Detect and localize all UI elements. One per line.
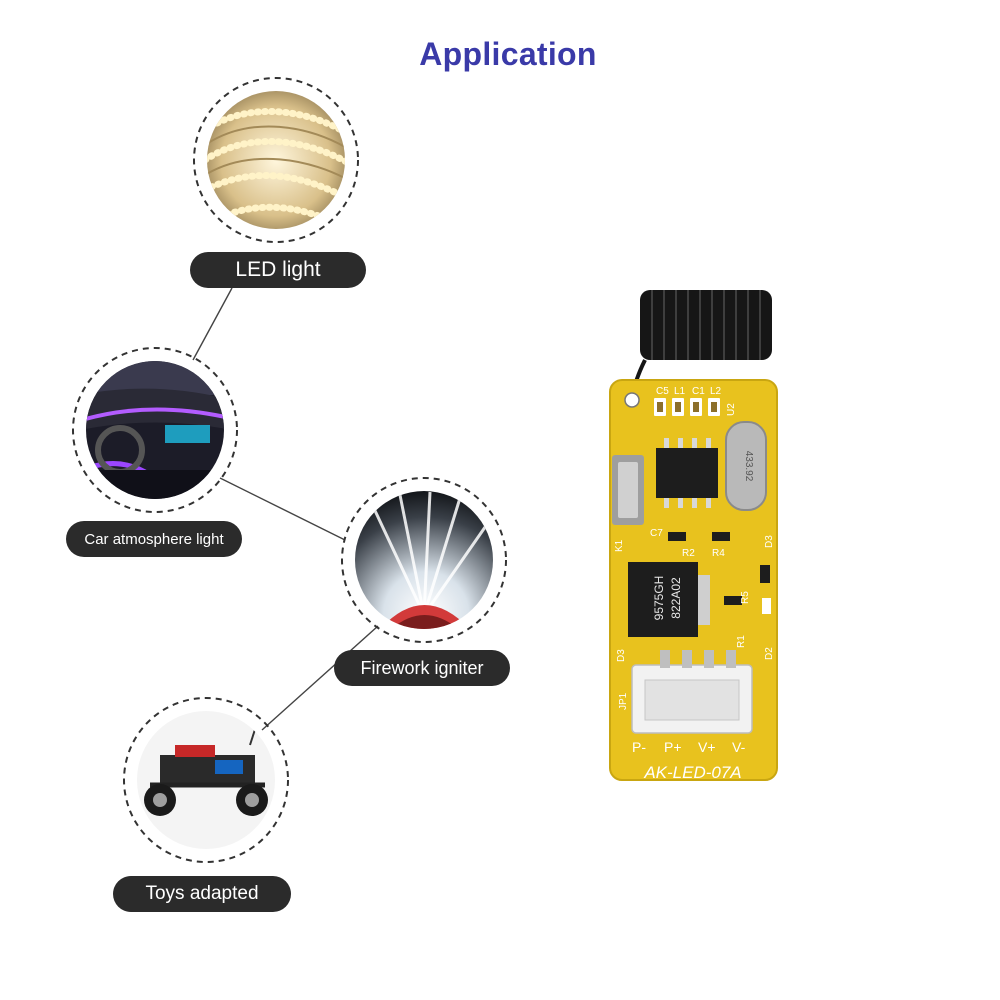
firework-photo — [341, 477, 507, 643]
pin-label-p-plus: P+ — [664, 739, 682, 755]
jst-connector — [631, 650, 753, 734]
board-model-label: AK-LED-07A — [643, 763, 741, 782]
mosfet-chip — [628, 562, 698, 637]
label-toys-adapted: Toys adapted — [113, 876, 291, 912]
crystal-label: 433.92 — [743, 451, 754, 482]
ref-l2: L2 — [710, 386, 722, 397]
label-firework-igniter: Firework igniter — [334, 650, 510, 686]
receiver-module: 433.92 9575GH 822A02 C5 L1 C1 L2 U2 C7 R… — [609, 290, 778, 782]
ref-k1: K1 — [614, 539, 625, 552]
ref-c7: C7 — [650, 528, 663, 539]
ref-r1: R1 — [736, 635, 747, 648]
pin-label-v-minus: V- — [732, 739, 746, 755]
connector-lines — [192, 287, 379, 731]
pin-label-p-minus: P- — [632, 739, 646, 755]
coil-antenna — [630, 290, 772, 399]
ref-d3-top: D3 — [764, 535, 775, 548]
ref-jp1: JP1 — [618, 692, 629, 710]
ref-d3-bottom: D3 — [616, 649, 627, 662]
ref-r2: R2 — [682, 548, 695, 559]
chip-label-bottom: 822A02 — [669, 577, 683, 619]
label-car-atmosphere-light: Car atmosphere light — [66, 521, 242, 557]
ref-r5: R5 — [740, 591, 751, 604]
led-strip-photo — [193, 77, 359, 243]
ref-u2: U2 — [726, 403, 737, 416]
rc-car-photo — [123, 697, 289, 863]
page-title: Application — [419, 36, 597, 72]
ref-l1: L1 — [674, 386, 686, 397]
ic-chip — [656, 448, 718, 498]
ref-c5: C5 — [656, 386, 669, 397]
pin-label-v-plus: V+ — [698, 739, 716, 755]
ref-c1: C1 — [692, 386, 705, 397]
car-interior-photo — [72, 347, 238, 513]
ref-d2: D2 — [764, 647, 775, 660]
chip-label-top: 9575GH — [652, 576, 666, 621]
ref-r4: R4 — [712, 548, 725, 559]
label-led-light: LED light — [190, 252, 366, 288]
crystal-oscillator — [725, 421, 767, 511]
